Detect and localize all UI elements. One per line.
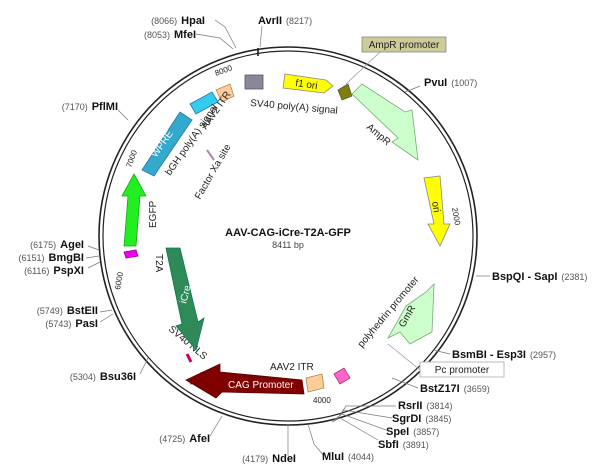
factor-xa-label: Factor Xa site <box>193 142 234 201</box>
tick-label-6000: 6000 <box>113 271 125 291</box>
cag-promoter-arrow <box>185 363 305 399</box>
t2a-label: T2A <box>153 254 164 273</box>
factor-xa-mark <box>206 149 215 161</box>
plasmid-length: 8411 bp <box>272 240 304 250</box>
ampr-promoter-callout <box>361 36 447 53</box>
leader-bsmbi <box>432 349 451 355</box>
site-pasi: (5743)PasI <box>45 318 98 330</box>
pc-promoter-callout <box>419 361 505 378</box>
gmr-arrow <box>387 282 435 345</box>
ampr-arrow <box>351 83 419 161</box>
site-pspxi: (6116)PspXI <box>24 265 84 277</box>
site-spei: SpeI(3857) <box>386 426 439 438</box>
ampr-promoter-label: AmpR promoter <box>369 40 440 51</box>
leader-agei <box>87 245 100 251</box>
leader-bsteii <box>99 309 113 313</box>
tick-label-4000: 4000 <box>313 396 331 405</box>
sv40-polya-label: SV40 poly(A) signal <box>250 98 338 117</box>
backbone-inner-ring <box>102 50 474 422</box>
pc-promoter-callout-line <box>387 343 421 371</box>
polyhedrin-promoter-mark <box>333 367 351 385</box>
site-pflmi: (7170)PflMI <box>62 101 118 113</box>
site-bsmbi-esp3i: BsmBI - Esp3I(2957) <box>452 349 556 361</box>
site-hpai: (8066)HpaI <box>151 15 205 27</box>
site-mlui: MluI(4044) <box>322 451 374 463</box>
leader-pflmi <box>117 109 129 121</box>
site-bsu36i: (5304)Bsu36I <box>70 371 136 383</box>
ori-arrow <box>423 175 451 247</box>
leader-afei <box>209 415 223 437</box>
aav2-itr-right-label: AAV2 ITR <box>270 362 314 373</box>
site-bsteii: (5749)BstEII <box>37 305 98 317</box>
ori-label: ori <box>429 201 442 214</box>
site-agei: (6175)AgeI <box>30 239 84 251</box>
site-bmgbi: (6151)BmgBI <box>19 252 84 264</box>
sv40-polya-box <box>244 74 264 90</box>
leader-hpai <box>214 19 237 49</box>
aav2-itr-left-box <box>215 83 235 103</box>
t2a-mark <box>123 249 139 259</box>
site-ndei: (4179)NdeI <box>242 453 296 465</box>
leader-mlui <box>307 423 325 457</box>
plasmid-name: AAV-CAG-iCre-T2A-GFP <box>225 227 351 239</box>
site-bspqi-sapi: BspQI - SapI(2381) <box>492 271 587 283</box>
site-sbfi: SbfI(3891) <box>378 439 429 451</box>
leader-pvui <box>404 85 421 93</box>
egfp-label: EGFP <box>148 200 159 228</box>
leader-sbfi <box>331 417 379 441</box>
leader-pasi <box>99 313 114 323</box>
site-leader-lines <box>85 19 490 457</box>
pc-promoter-label: Pc promoter <box>435 365 490 376</box>
f1-ori-arrow <box>282 73 334 94</box>
bgh-polya-box <box>189 91 219 115</box>
tick-label-7000: 7000 <box>124 148 139 168</box>
tick-label-2000: 2000 <box>450 207 462 227</box>
wpre-box <box>141 111 193 177</box>
egfp-arrow <box>121 173 147 247</box>
leader-avrii <box>259 25 263 48</box>
icre-arrow <box>165 247 205 351</box>
site-mfei: (8053)MfeI <box>144 29 196 41</box>
site-sgrdi: SgrDI(3845) <box>392 413 451 425</box>
site-afei: (4725)AfeI <box>159 433 210 445</box>
icre-label: iCre <box>178 284 193 305</box>
leader-bmgbi <box>85 255 100 259</box>
leader-bsu36i <box>139 357 149 375</box>
f1-ori-label: f1 ori <box>295 78 319 92</box>
leader-bstz17i <box>391 377 419 389</box>
site-rsrii: RsrII(3814) <box>398 400 452 412</box>
leader-spei <box>333 413 387 431</box>
sv40-nls-mark <box>185 353 193 363</box>
site-avrii: AvrII(8217) <box>258 15 312 27</box>
ampr-promoter-arrow <box>337 83 353 101</box>
ampr-promoter-callout-line <box>345 51 381 85</box>
aav2-itr-right-box <box>305 373 325 393</box>
leader-mfei <box>195 33 234 50</box>
site-pvui: PvuI(1007) <box>424 77 477 89</box>
cag-promoter-label: CAG Promoter <box>228 380 294 391</box>
leader-pspxi <box>87 261 101 269</box>
site-bstz17i: BstZ17I(3659) <box>420 383 490 395</box>
